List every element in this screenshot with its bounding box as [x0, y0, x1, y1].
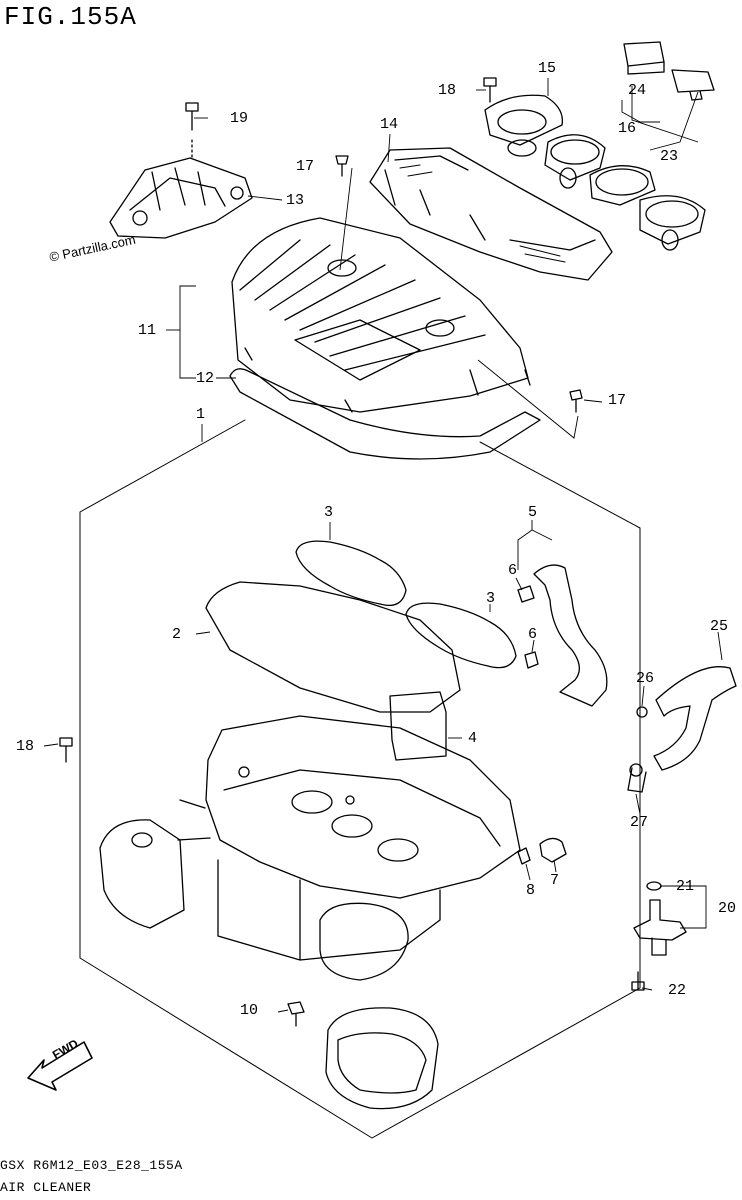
cover-seal-part-12 — [229, 368, 541, 460]
hose-part-25 — [627, 666, 737, 793]
callout-3b: 3 — [486, 590, 496, 607]
callout-15: 15 — [538, 60, 557, 77]
callout-7: 7 — [550, 872, 560, 889]
callout-23: 23 — [660, 148, 679, 165]
callout-17b: 17 — [608, 392, 627, 409]
screw-part-17-right — [569, 389, 583, 413]
bolt-part-19 — [185, 102, 199, 159]
callout-18b: 18 — [16, 738, 35, 755]
clamp-part-8 — [517, 847, 531, 865]
bolt-part-18-top — [483, 77, 497, 103]
gasket-part-3-left — [295, 540, 407, 607]
callout-19: 19 — [230, 110, 249, 127]
callout-26: 26 — [636, 670, 655, 687]
screw-part-10 — [287, 1001, 305, 1027]
sensor-part-24 — [623, 41, 665, 75]
diagram-name: AIR CLEANER — [0, 1180, 92, 1195]
gasket-part-2 — [205, 581, 461, 713]
callout-13: 13 — [286, 192, 305, 209]
intake-duct-lower — [325, 1007, 439, 1110]
callout-14: 14 — [380, 116, 399, 133]
callout-17a: 17 — [296, 158, 315, 175]
callout-4: 4 — [468, 730, 478, 747]
funnel-part-16 — [589, 165, 706, 251]
callout-27: 27 — [630, 814, 649, 831]
callout-24: 24 — [628, 82, 647, 99]
funnel-part-15 — [484, 94, 606, 189]
sensor-part-4 — [389, 691, 447, 761]
figure-title: FIG.155A — [4, 2, 137, 32]
callout-3a: 3 — [324, 504, 334, 521]
bracket-part-13 — [109, 157, 253, 239]
callout-22: 22 — [668, 982, 687, 999]
callout-16: 16 — [618, 120, 637, 137]
callout-5: 5 — [528, 504, 538, 521]
air-cleaner-cover-part-11 — [229, 217, 541, 460]
callout-2: 2 — [172, 626, 182, 643]
callout-11: 11 — [138, 322, 157, 339]
bolt-part-18-left — [59, 737, 73, 763]
screw-part-22 — [631, 971, 645, 991]
callout-18a: 18 — [438, 82, 457, 99]
callout-6b: 6 — [528, 626, 538, 643]
diagram-code: GSX R6M12_E03_E28_155A — [0, 1158, 183, 1173]
assembly-outline-part-1 — [79, 419, 641, 1139]
screw-part-17-top — [335, 155, 349, 177]
air-cleaner-case — [205, 715, 521, 981]
callout-10: 10 — [240, 1002, 259, 1019]
callout-1: 1 — [196, 406, 206, 423]
hose-part-5 — [517, 564, 608, 707]
connector-part-23 — [671, 69, 715, 101]
intake-duct — [99, 799, 211, 929]
callout-12: 12 — [196, 370, 215, 387]
callout-25: 25 — [710, 618, 729, 635]
cap-part-7 — [539, 837, 567, 863]
callout-6a: 6 — [508, 562, 518, 579]
fwd-arrow-icon — [27, 1041, 93, 1091]
callout-20: 20 — [718, 900, 737, 917]
gasket-part-3-right — [405, 602, 517, 669]
intake-cover-part-14 — [369, 147, 613, 281]
callout-21: 21 — [676, 878, 695, 895]
callout-8: 8 — [526, 882, 536, 899]
